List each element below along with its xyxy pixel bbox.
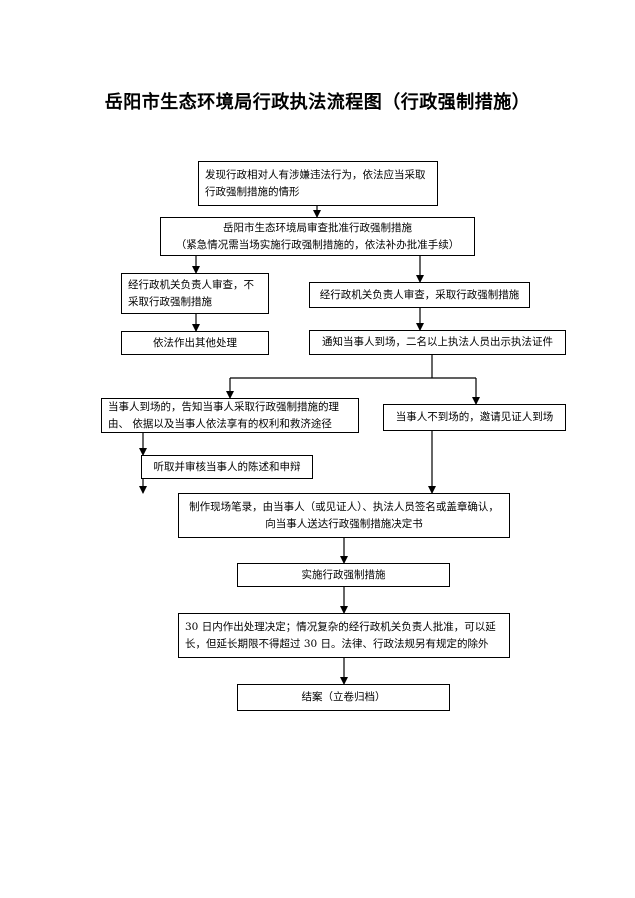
step-notify: 通知当事人到场，二名以上执法人员出示执法证件 xyxy=(309,330,566,355)
step-discover-line2: 行政强制措施的情形 xyxy=(205,185,300,198)
step-record-line2: 向当事人送达行政强制措施决定书 xyxy=(265,517,423,530)
step-hear: 听取并审核当事人的陈述和申辩 xyxy=(141,455,313,479)
step-take-measure-line1: 经行政机关负责人审查，采取行政强制措施 xyxy=(319,288,520,301)
step-implement-line1: 实施行政强制措施 xyxy=(301,568,386,581)
step-absent-line1: 当事人不到场的，邀请见证人到场 xyxy=(395,411,554,423)
step-other-handling-line1: 依法作出其他处理 xyxy=(153,336,237,349)
step-record-line1: 制作现场笔录，由当事人（或见证人）、执法人员签名或盖章确认， xyxy=(189,500,499,513)
step-no-measure: 经行政机关负责人审查，不 采取行政强制措施 xyxy=(121,273,269,314)
step-record: 制作现场笔录，由当事人（或见证人）、执法人员签名或盖章确认， 向当事人送达行政强… xyxy=(178,493,510,538)
step-approve-line2: （紧急情况需当场实施行政强制措施的，依法补办批准手续） xyxy=(175,238,460,251)
step-present-line2: 由、 依据以及当事人依法享有的权利和救济途径 xyxy=(108,417,332,430)
step-hear-line1: 听取并审核当事人的陈述和申辩 xyxy=(153,460,301,473)
step-other-handling: 依法作出其他处理 xyxy=(121,331,269,355)
page-title: 岳阳市生态环境局行政执法流程图（行政强制措施） xyxy=(104,92,531,113)
step-approve: 岳阳市生态环境局审查批准行政强制措施 （紧急情况需当场实施行政强制措施的，依法补… xyxy=(160,217,475,256)
step-present: 当事人到场的，告知当事人采取行政强制措施的理 由、 依据以及当事人依法享有的权利… xyxy=(101,398,359,433)
step-present-line1: 当事人到场的，告知当事人采取行政强制措施的理 xyxy=(108,400,339,413)
step-decide-line2: 长，但延长期限不得超过 30 日。法律、行政法规另有规定的除外 xyxy=(185,637,489,650)
step-discover: 发现行政相对人有涉嫌违法行为，依法应当采取 行政强制措施的情形 xyxy=(198,161,438,206)
step-approve-line1: 岳阳市生态环境局审查批准行政强制措施 xyxy=(223,221,412,234)
step-take-measure: 经行政机关负责人审查，采取行政强制措施 xyxy=(309,282,530,308)
step-notify-line1: 通知当事人到场，二名以上执法人员出示执法证件 xyxy=(322,336,553,348)
step-absent: 当事人不到场的，邀请见证人到场 xyxy=(383,404,566,431)
step-decide-line1: 30 日内作出处理决定；情况复杂的经行政机关负责人批准，可以延 xyxy=(185,620,496,633)
step-close-line1: 结案（立卷归档） xyxy=(301,691,386,703)
step-decide: 30 日内作出处理决定；情况复杂的经行政机关负责人批准，可以延 长，但延长期限不… xyxy=(178,613,510,658)
step-discover-line1: 发现行政相对人有涉嫌违法行为，依法应当采取 xyxy=(205,168,426,181)
step-no-measure-line2: 采取行政强制措施 xyxy=(128,295,212,308)
step-no-measure-line1: 经行政机关负责人审查，不 xyxy=(128,278,254,291)
step-implement: 实施行政强制措施 xyxy=(237,563,450,587)
step-close: 结案（立卷归档） xyxy=(237,684,450,711)
